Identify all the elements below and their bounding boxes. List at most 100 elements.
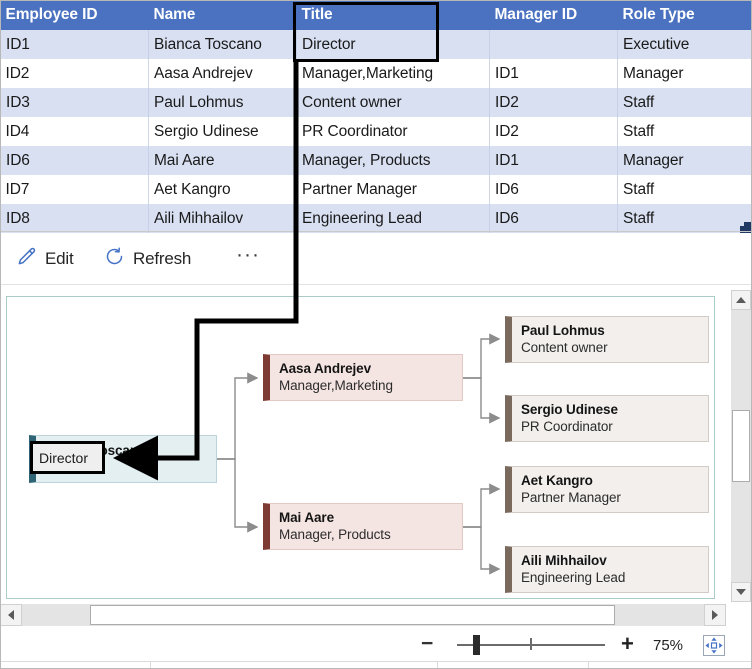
table-bottom-divider bbox=[0, 231, 752, 232]
annotation-callout-director: Director bbox=[30, 441, 105, 474]
org-node-aili-mihhailov[interactable]: Aili Mihhailov Engineering Lead bbox=[505, 546, 709, 593]
cell-role-type: Staff bbox=[617, 204, 752, 233]
cell-manager-id: ID1 bbox=[489, 59, 618, 88]
scroll-down-button[interactable] bbox=[731, 582, 751, 602]
cell-name: Aili Mihhailov bbox=[148, 204, 297, 233]
cell-name: Aasa Andrejev bbox=[148, 59, 297, 88]
org-node-name: Aet Kangro bbox=[521, 473, 593, 488]
cell-role-type: Manager bbox=[617, 146, 752, 175]
triangle-right-icon bbox=[712, 610, 718, 620]
zoom-level-label: 75% bbox=[653, 637, 684, 654]
refresh-button-label: Refresh bbox=[133, 249, 192, 268]
org-node-name: Mai Aare bbox=[279, 510, 334, 525]
org-node-title: Manager,Marketing bbox=[279, 378, 393, 393]
org-node-name: Sergio Udinese bbox=[521, 402, 618, 417]
triangle-up-icon bbox=[736, 297, 746, 303]
strip-divider bbox=[437, 662, 438, 669]
scroll-up-button[interactable] bbox=[731, 290, 751, 310]
zoom-toolbar: − + 75% bbox=[0, 628, 752, 662]
cell-employee-id: ID3 bbox=[0, 88, 149, 117]
fit-to-screen-button[interactable] bbox=[703, 635, 725, 656]
table-header-row: Employee ID Name Title Manager ID Role T… bbox=[0, 0, 752, 30]
cell-name: Sergio Udinese bbox=[148, 117, 297, 146]
org-chart-canvas[interactable]: Bianca Toscano Director Aasa Andrejev Ma… bbox=[6, 296, 715, 599]
cell-title: Manager, Products bbox=[296, 146, 490, 175]
table-resize-handle[interactable] bbox=[740, 222, 752, 233]
horizontal-scrollbar[interactable] bbox=[0, 604, 726, 626]
cell-name: Bianca Toscano bbox=[148, 30, 297, 59]
column-header-employee-id[interactable]: Employee ID bbox=[0, 0, 149, 30]
org-node-mai-aare[interactable]: Mai Aare Manager, Products bbox=[263, 503, 463, 550]
org-node-name: Paul Lohmus bbox=[521, 323, 605, 338]
cell-name: Aet Kangro bbox=[148, 175, 297, 204]
column-header-manager-id[interactable]: Manager ID bbox=[489, 0, 618, 30]
zoom-slider-tick bbox=[530, 638, 532, 650]
refresh-button[interactable]: Refresh bbox=[104, 246, 191, 272]
org-node-name: Aasa Andrejev bbox=[279, 361, 371, 376]
org-node-sergio-udinese[interactable]: Sergio Udinese PR Coordinator bbox=[505, 395, 709, 442]
cell-role-type: Executive bbox=[617, 30, 752, 59]
cell-name: Paul Lohmus bbox=[148, 88, 297, 117]
cell-role-type: Staff bbox=[617, 117, 752, 146]
toolbar-divider bbox=[0, 284, 752, 285]
bottom-status-strip bbox=[0, 661, 752, 669]
cell-manager-id: ID6 bbox=[489, 204, 618, 233]
org-node-aet-kangro[interactable]: Aet Kangro Partner Manager bbox=[505, 466, 709, 513]
edit-button[interactable]: Edit bbox=[16, 246, 74, 272]
cell-manager-id: ID2 bbox=[489, 117, 618, 146]
org-node-title: Partner Manager bbox=[521, 490, 621, 505]
table-row[interactable]: ID7 Aet Kangro Partner Manager ID6 Staff bbox=[0, 175, 752, 204]
zoom-out-button[interactable]: − bbox=[421, 632, 434, 655]
scroll-right-button[interactable] bbox=[704, 604, 726, 626]
triangle-left-icon bbox=[8, 610, 14, 620]
cell-employee-id: ID7 bbox=[0, 175, 149, 204]
table-row[interactable]: ID1 Bianca Toscano Director Executive bbox=[0, 30, 752, 59]
ellipsis-icon: ··· bbox=[236, 243, 260, 266]
cell-title: Partner Manager bbox=[296, 175, 490, 204]
vertical-scrollbar[interactable] bbox=[731, 290, 751, 602]
annotation-callout-text: Director bbox=[39, 449, 89, 466]
table-row[interactable]: ID4 Sergio Udinese PR Coordinator ID2 St… bbox=[0, 117, 752, 146]
cell-employee-id: ID4 bbox=[0, 117, 149, 146]
cell-manager-id bbox=[489, 30, 618, 59]
org-node-title: Manager, Products bbox=[279, 527, 391, 542]
scroll-left-button[interactable] bbox=[0, 604, 22, 626]
org-node-title: Content owner bbox=[521, 340, 608, 355]
fit-to-screen-icon bbox=[705, 637, 723, 654]
triangle-down-icon bbox=[736, 589, 746, 595]
more-options-button[interactable]: ··· bbox=[236, 243, 260, 266]
cell-role-type: Manager bbox=[617, 59, 752, 88]
cell-title: Director bbox=[296, 30, 490, 59]
zoom-in-button[interactable]: + bbox=[621, 631, 634, 656]
cell-title: Engineering Lead bbox=[296, 204, 490, 233]
cell-title: Content owner bbox=[296, 88, 490, 117]
column-header-role-type[interactable]: Role Type bbox=[617, 0, 752, 30]
table-row[interactable]: ID8 Aili Mihhailov Engineering Lead ID6 … bbox=[0, 204, 752, 233]
table-row[interactable]: ID2 Aasa Andrejev Manager,Marketing ID1 … bbox=[0, 59, 752, 88]
strip-divider bbox=[588, 662, 589, 669]
cell-manager-id: ID1 bbox=[489, 146, 618, 175]
cell-title: PR Coordinator bbox=[296, 117, 490, 146]
pencil-icon bbox=[16, 246, 37, 272]
org-node-title: Engineering Lead bbox=[521, 570, 626, 585]
org-node-paul-lohmus[interactable]: Paul Lohmus Content owner bbox=[505, 316, 709, 363]
cell-role-type: Staff bbox=[617, 88, 752, 117]
table-row[interactable]: ID6 Mai Aare Manager, Products ID1 Manag… bbox=[0, 146, 752, 175]
org-node-title: PR Coordinator bbox=[521, 419, 613, 434]
cell-manager-id: ID6 bbox=[489, 175, 618, 204]
column-header-name[interactable]: Name bbox=[148, 0, 297, 30]
cell-manager-id: ID2 bbox=[489, 88, 618, 117]
zoom-slider-thumb[interactable] bbox=[473, 635, 480, 655]
horizontal-scroll-thumb[interactable] bbox=[90, 605, 615, 625]
table-toolbar: Edit Refresh ··· bbox=[0, 234, 752, 284]
edit-button-label: Edit bbox=[45, 249, 74, 268]
table-row[interactable]: ID3 Paul Lohmus Content owner ID2 Staff bbox=[0, 88, 752, 117]
cell-employee-id: ID2 bbox=[0, 59, 149, 88]
annotation-highlight-title-column bbox=[293, 2, 439, 62]
vertical-scroll-thumb[interactable] bbox=[732, 410, 750, 482]
column-header-title[interactable]: Title bbox=[296, 0, 490, 30]
org-node-aasa-andrejev[interactable]: Aasa Andrejev Manager,Marketing bbox=[263, 354, 463, 401]
cell-employee-id: ID1 bbox=[0, 30, 149, 59]
org-node-name: Aili Mihhailov bbox=[521, 553, 607, 568]
